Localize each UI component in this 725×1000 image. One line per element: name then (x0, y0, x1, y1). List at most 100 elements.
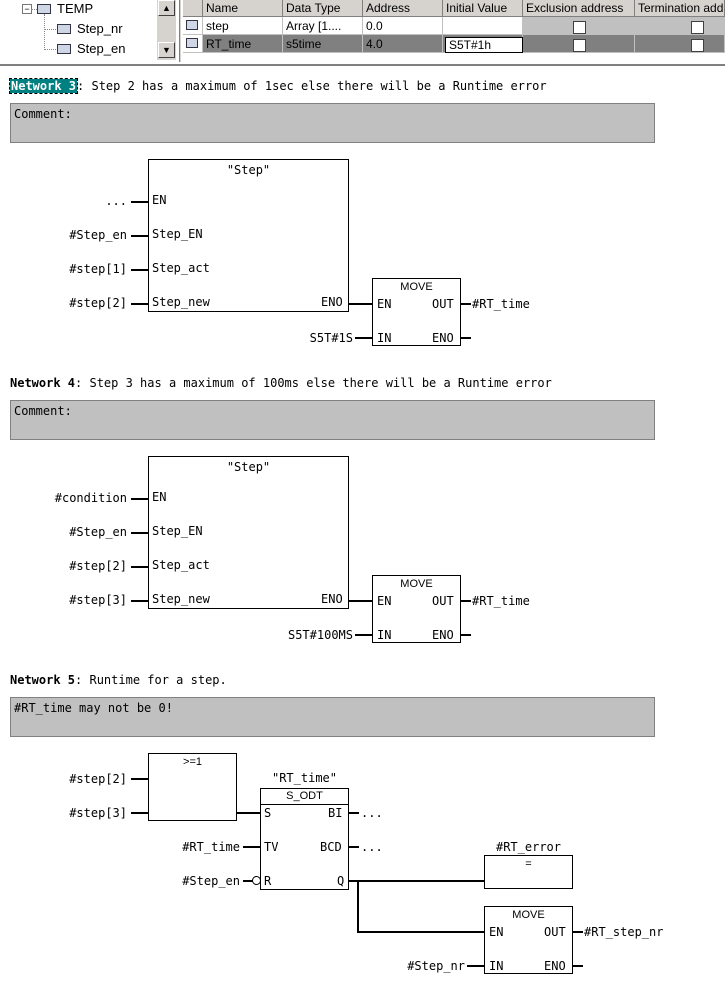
pin-step-act: Step_act (152, 261, 210, 275)
column-header-exclusion-address[interactable]: Exclusion address (523, 0, 635, 17)
cell-initial-value[interactable] (443, 17, 523, 35)
wire (131, 812, 148, 814)
move-block[interactable] (372, 278, 461, 346)
scroll-down-icon[interactable]: ▼ (158, 42, 175, 58)
variable-icon (57, 23, 71, 34)
wire (131, 303, 148, 305)
column-header-data-type[interactable]: Data Type (283, 0, 363, 17)
move-block[interactable] (484, 906, 573, 974)
row-header-corner (183, 0, 203, 17)
exclusion-address-checkbox[interactable] (573, 39, 586, 52)
pin-bcd: BCD (320, 840, 342, 854)
operand-in[interactable]: S5T#100MS (287, 628, 353, 642)
operand-out[interactable]: #RT_time (472, 594, 530, 608)
variable-icon (186, 38, 198, 48)
fb-step-block[interactable] (148, 159, 349, 312)
tree-item-step-nr[interactable]: Step_nr (57, 20, 123, 38)
splitter[interactable] (179, 0, 182, 62)
or-block[interactable] (148, 753, 237, 821)
pin-r: R (264, 874, 272, 888)
network-title[interactable]: : Runtime for a step. (75, 673, 227, 687)
operand-bcd[interactable]: ... (361, 840, 383, 854)
pin-q: Q (337, 874, 345, 888)
wire (349, 880, 484, 882)
network-label[interactable]: Network 3 (8, 78, 79, 94)
tree-item-step-en[interactable]: Step_en (57, 40, 125, 58)
pin-en: EN (152, 490, 167, 504)
cell-address: 0.0 (363, 17, 443, 35)
operand-en[interactable]: #condition (54, 491, 127, 505)
pin-s: S (264, 806, 272, 820)
column-header-initial-value[interactable]: Initial Value (443, 0, 523, 17)
wire (349, 600, 372, 602)
network-comment[interactable]: Comment: (10, 400, 655, 440)
operand-r[interactable]: #Step_en (182, 874, 240, 888)
pin-bi: BI (328, 806, 343, 820)
cell-name[interactable]: step (203, 17, 283, 35)
operand-step-new[interactable]: #step[3] (69, 593, 127, 607)
termination-address-checkbox[interactable] (691, 21, 704, 34)
exclusion-address-checkbox[interactable] (573, 21, 586, 34)
cell-address: 4.0 (363, 35, 443, 53)
cell-data-type[interactable]: s5time (283, 35, 363, 53)
pin-step-new: Step_new (152, 592, 210, 606)
cell-name[interactable]: RT_time (203, 35, 283, 53)
column-header-name[interactable]: Name (203, 0, 283, 17)
column-header-address[interactable]: Address (363, 0, 443, 17)
operand-step-en[interactable]: #Step_en (69, 525, 127, 539)
operand-in[interactable]: #Step_nr (407, 959, 465, 973)
pin-eno: ENO (432, 628, 454, 642)
pin-en: EN (152, 193, 167, 207)
pin-in: IN (377, 331, 392, 345)
coil-operand[interactable]: #RT_error (495, 840, 562, 854)
network-comment[interactable]: #RT_time may not be 0! (10, 697, 655, 737)
declaration-pane: − TEMP Step_nr Step_en ▲ ▼ Name Data Typ… (0, 0, 725, 62)
assign-coil[interactable] (484, 855, 573, 889)
termination-address-checkbox[interactable] (691, 39, 704, 52)
scroll-up-icon[interactable]: ▲ (158, 0, 175, 16)
cell-data-type[interactable]: Array [1.... (283, 17, 363, 35)
timer-s-odt-block[interactable] (260, 788, 349, 890)
wire (355, 634, 372, 636)
wire (461, 634, 471, 636)
pin-out: OUT (432, 594, 454, 608)
wire (131, 235, 148, 237)
operand-step-new[interactable]: #step[2] (69, 296, 127, 310)
pin-eno: ENO (544, 959, 566, 973)
network-title[interactable]: : Step 3 has a maximum of 100ms else the… (75, 376, 552, 390)
pin-step-en: Step_EN (152, 227, 203, 241)
pin-in: IN (377, 628, 392, 642)
network-label[interactable]: Network 4 (10, 376, 76, 390)
wire (131, 566, 148, 568)
network-label[interactable]: Network 5 (10, 673, 76, 687)
wire (461, 600, 471, 602)
network-comment[interactable]: Comment: (10, 103, 655, 143)
operand-step-en[interactable]: #Step_en (69, 228, 127, 242)
tree-item-temp[interactable]: TEMP (37, 0, 93, 18)
fb-step-block[interactable] (148, 456, 349, 609)
column-header-termination-address[interactable]: Termination address (635, 0, 725, 17)
wire (131, 269, 148, 271)
operand-or-in1[interactable]: #step[2] (69, 772, 127, 786)
wire (243, 880, 253, 882)
operand-or-in2[interactable]: #step[3] (69, 806, 127, 820)
network-5-header: Network 5: Runtime for a step. (10, 673, 227, 687)
network-4-header: Network 4: Step 3 has a maximum of 100ms… (10, 376, 552, 390)
operand-bi[interactable]: ... (361, 806, 383, 820)
wire (573, 965, 583, 967)
move-block[interactable] (372, 575, 461, 643)
wire (461, 303, 471, 305)
operand-en[interactable]: ... (105, 194, 127, 208)
operand-out[interactable]: #RT_step_nr (584, 925, 664, 939)
initial-value-edit[interactable]: S5T#1h (445, 37, 523, 53)
wire (237, 812, 260, 814)
network-title[interactable]: : Step 2 has a maximum of 1sec else ther… (77, 79, 547, 93)
pane-divider[interactable] (0, 64, 725, 66)
operand-out[interactable]: #RT_time (472, 297, 530, 311)
operand-tv[interactable]: #RT_time (182, 840, 240, 854)
operand-step-act[interactable]: #step[1] (69, 262, 127, 276)
operand-step-act[interactable]: #step[2] (69, 559, 127, 573)
tree-scrollbar[interactable]: ▲ ▼ (156, 0, 176, 60)
operand-in[interactable]: S5T#1S (309, 331, 353, 345)
wire (357, 931, 484, 933)
